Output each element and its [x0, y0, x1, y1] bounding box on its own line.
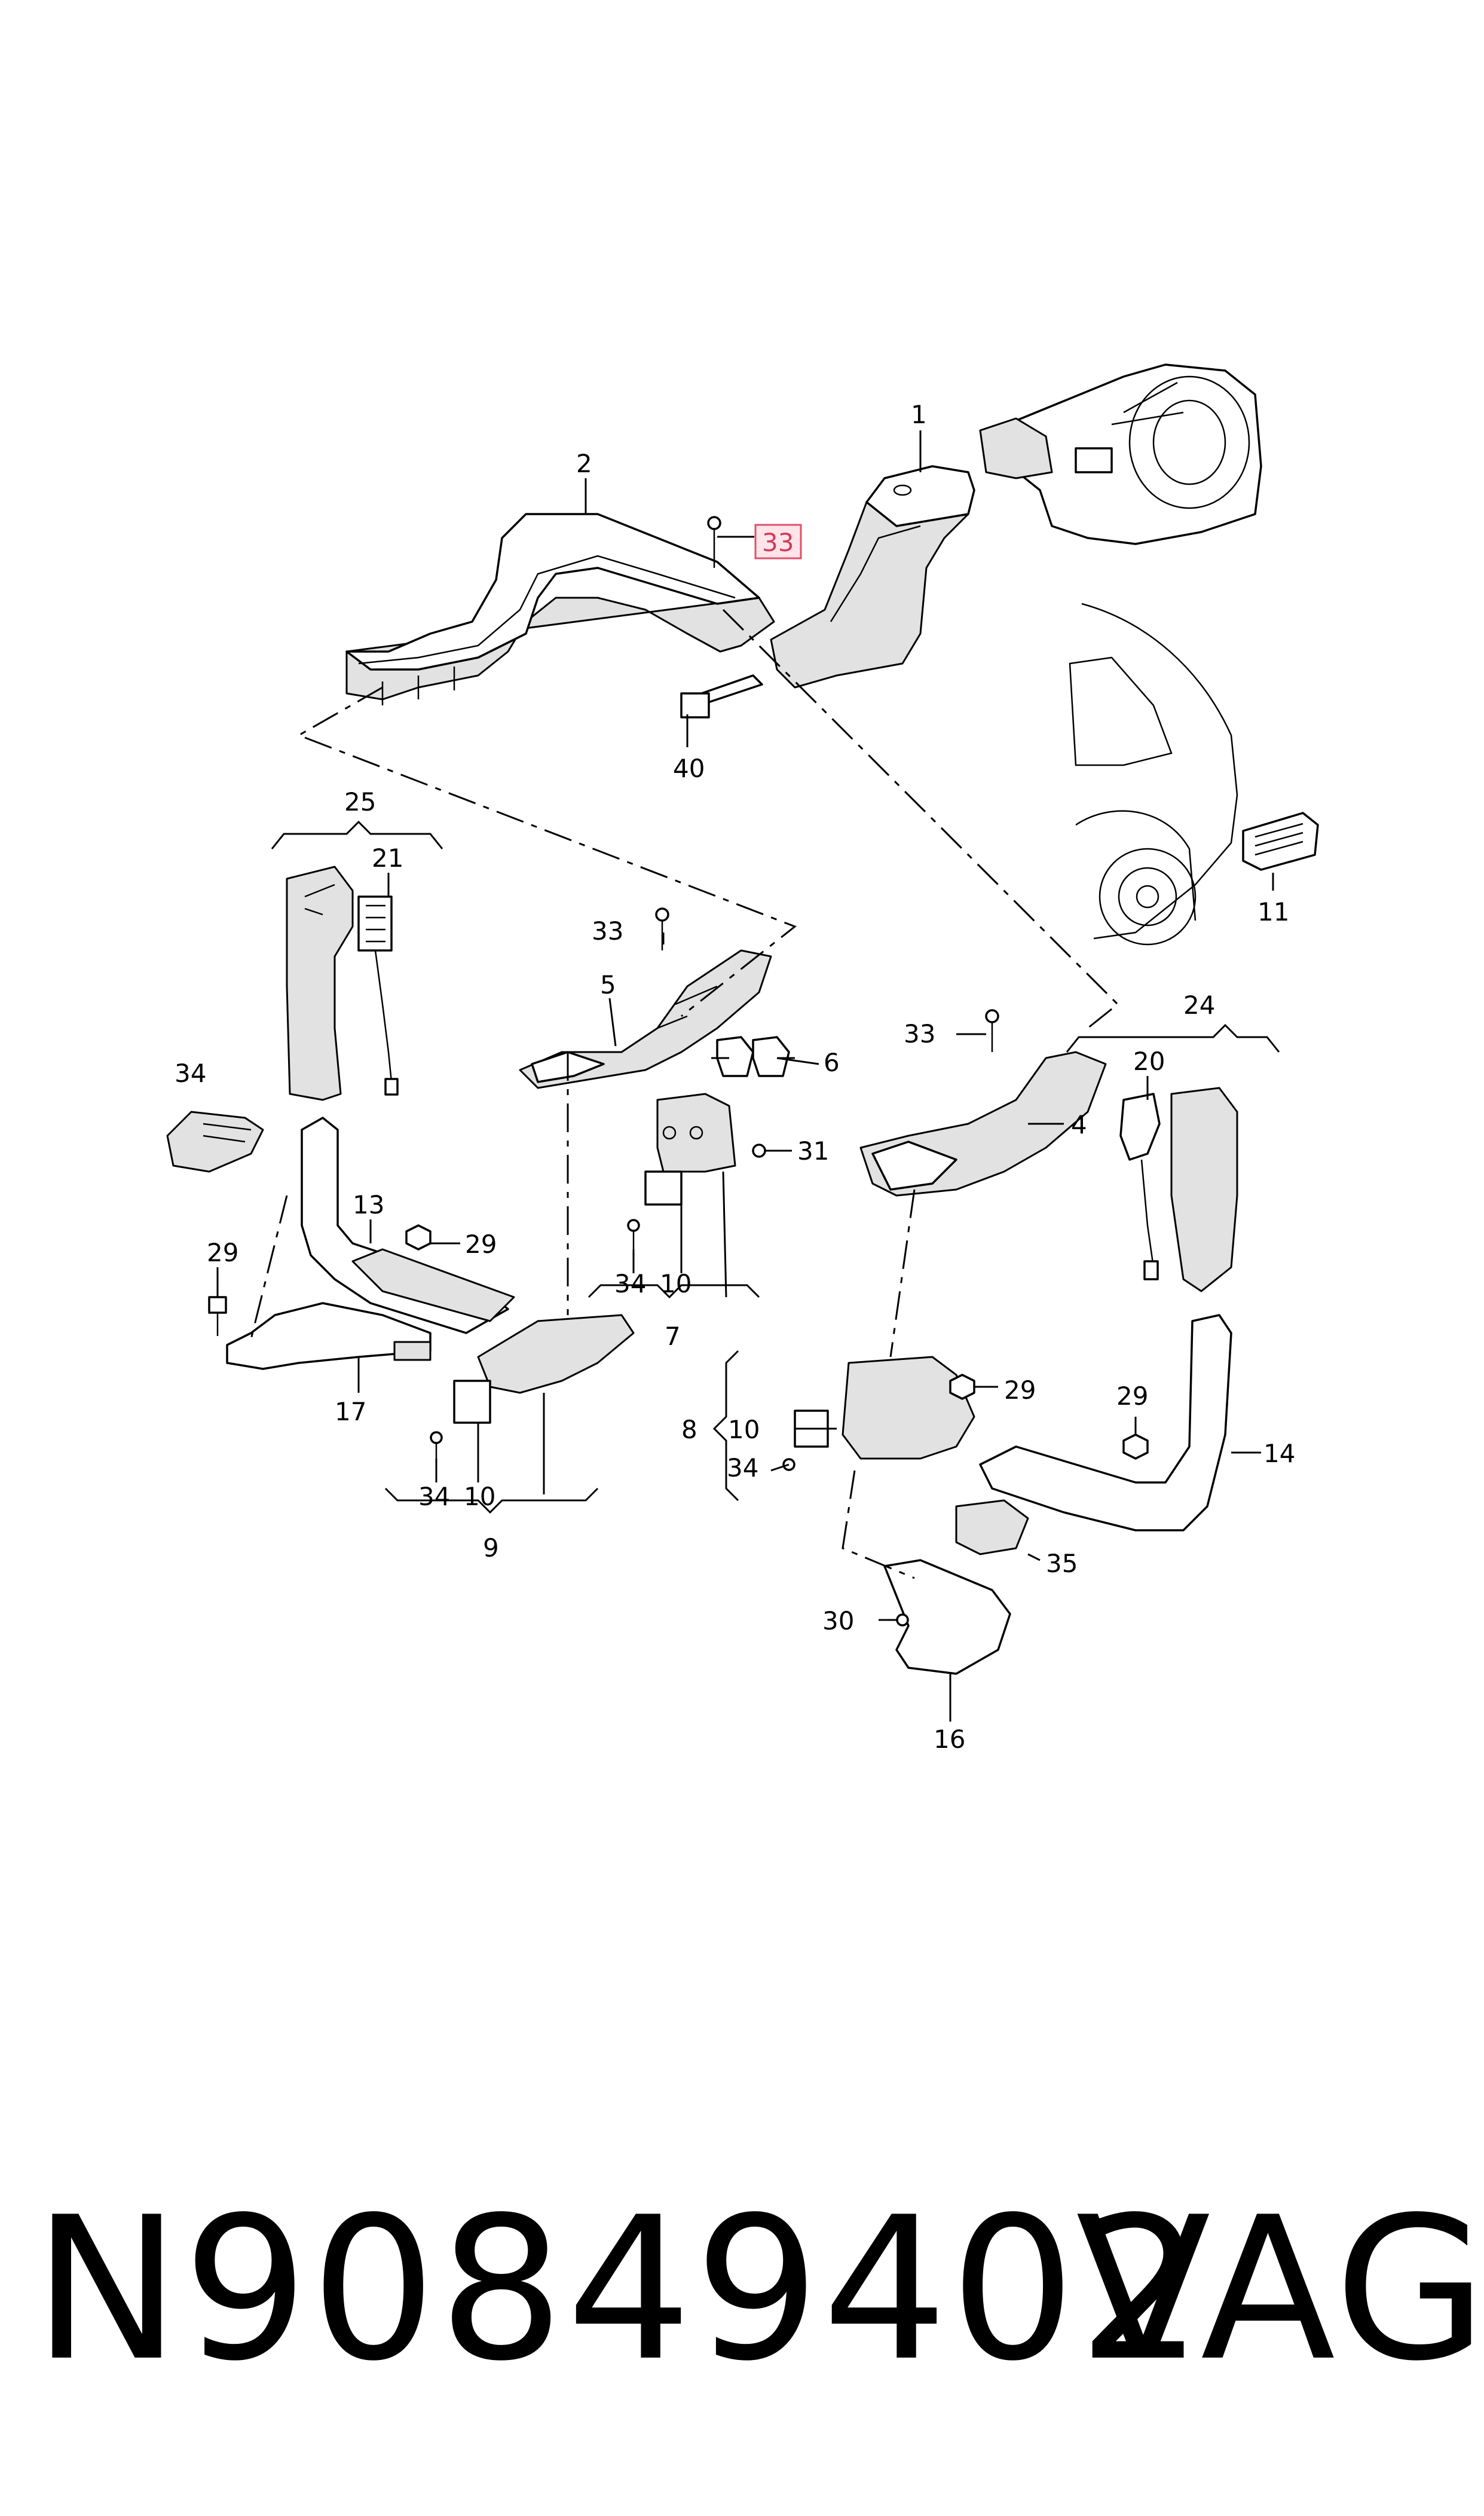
sill-panel-14 [979, 1314, 1232, 1531]
heater-blower-unit [979, 363, 1262, 545]
highlight-box [754, 524, 802, 560]
callout-21[interactable]: 21 [372, 843, 403, 873]
part-number-label: N90849402 [33, 2175, 1206, 2404]
sill-panel-13 [301, 1117, 515, 1334]
callout-8[interactable]: 8 [681, 1415, 697, 1444]
assembly-lines [250, 609, 1119, 1579]
nut-29-center [949, 1374, 975, 1400]
callout-33-upper[interactable]: 33 [592, 916, 623, 946]
callout-7[interactable]: 7 [665, 1322, 681, 1351]
callout-6[interactable]: 6 [824, 1048, 840, 1077]
callout-9[interactable]: 9 [483, 1533, 499, 1563]
screw-31 [752, 1144, 766, 1158]
callout-16[interactable]: 16 [934, 1725, 965, 1754]
callout-14[interactable]: 14 [1263, 1439, 1295, 1468]
callout-24[interactable]: 24 [1183, 990, 1215, 1020]
outlet-9-assembly [453, 1314, 635, 1424]
group-brackets [271, 820, 1280, 1514]
screw-34-bottom [430, 1431, 443, 1459]
callout-33-highlight-label: 33 [762, 528, 794, 557]
callout-5[interactable]: 5 [600, 970, 616, 999]
callout-4[interactable]: 4 [1071, 1110, 1087, 1139]
callout-30[interactable]: 30 [822, 1606, 854, 1635]
screw-33-top [707, 516, 721, 568]
callout-17[interactable]: 17 [335, 1397, 366, 1426]
callout-13[interactable]: 13 [353, 1190, 384, 1219]
callout-35[interactable]: 35 [1046, 1549, 1078, 1578]
air-duct-8-assembly [794, 1356, 975, 1460]
callout-33-right[interactable]: 33 [904, 1019, 935, 1048]
callout-40[interactable]: 40 [673, 754, 705, 783]
callout-10-bottom[interactable]: 10 [464, 1482, 495, 1511]
callout-29-left[interactable]: 29 [207, 1238, 238, 1267]
callout-labels: 1 2 33 40 11 25 21 33 5 6 33 24 20 4 34 … [175, 400, 1295, 1754]
callout-31[interactable]: 31 [797, 1136, 829, 1166]
screw-34-left [627, 1219, 640, 1249]
callout-34-right[interactable]: 34 [727, 1453, 758, 1482]
vent-grille-11 [1242, 812, 1319, 871]
callout-20[interactable]: 20 [1133, 1047, 1165, 1076]
callout-33-highlight[interactable]: 33 [754, 524, 802, 560]
air-duct-2 [345, 513, 775, 705]
air-outlet-5 [519, 949, 772, 1089]
bracket-6 [716, 1036, 790, 1077]
footwell-duct-17 [226, 1302, 432, 1370]
screw-30 [896, 1613, 909, 1627]
vehicle-body-outline [1069, 603, 1238, 946]
nut-29-mid [405, 1224, 432, 1251]
callout-11[interactable]: 11 [1257, 897, 1289, 927]
callout-1[interactable]: 1 [911, 400, 927, 429]
leader-lines [216, 430, 1274, 1722]
callout-10-right[interactable]: 10 [728, 1415, 760, 1444]
brand-label: VAG [1076, 2175, 1484, 2404]
trim-panel-34 [166, 1111, 264, 1173]
air-duct-1 [770, 465, 975, 689]
callout-29-right[interactable]: 29 [1116, 1381, 1148, 1411]
trim-panel-25-assembly [286, 866, 399, 1101]
nut-29-right [1122, 1433, 1149, 1460]
callout-34-bottom[interactable]: 34 [418, 1482, 450, 1511]
callout-29-mid[interactable]: 29 [465, 1230, 497, 1259]
screw-33-upper [655, 907, 669, 950]
control-module-7 [644, 1093, 736, 1206]
duct-16 [883, 1499, 1029, 1675]
callout-2[interactable]: 2 [576, 449, 592, 478]
nut-29-left [208, 1296, 227, 1336]
callout-34-center[interactable]: 34 [614, 1269, 646, 1298]
screw-33-right [985, 1009, 999, 1052]
callout-34-left[interactable]: 34 [175, 1059, 206, 1088]
trim-panel-24-assembly [1119, 1087, 1238, 1292]
air-outlet-4 [859, 1051, 1107, 1197]
callout-29-center[interactable]: 29 [1004, 1375, 1036, 1405]
clip-40 [680, 674, 763, 719]
callout-10-center[interactable]: 10 [660, 1269, 691, 1298]
callout-25[interactable]: 25 [344, 787, 376, 817]
